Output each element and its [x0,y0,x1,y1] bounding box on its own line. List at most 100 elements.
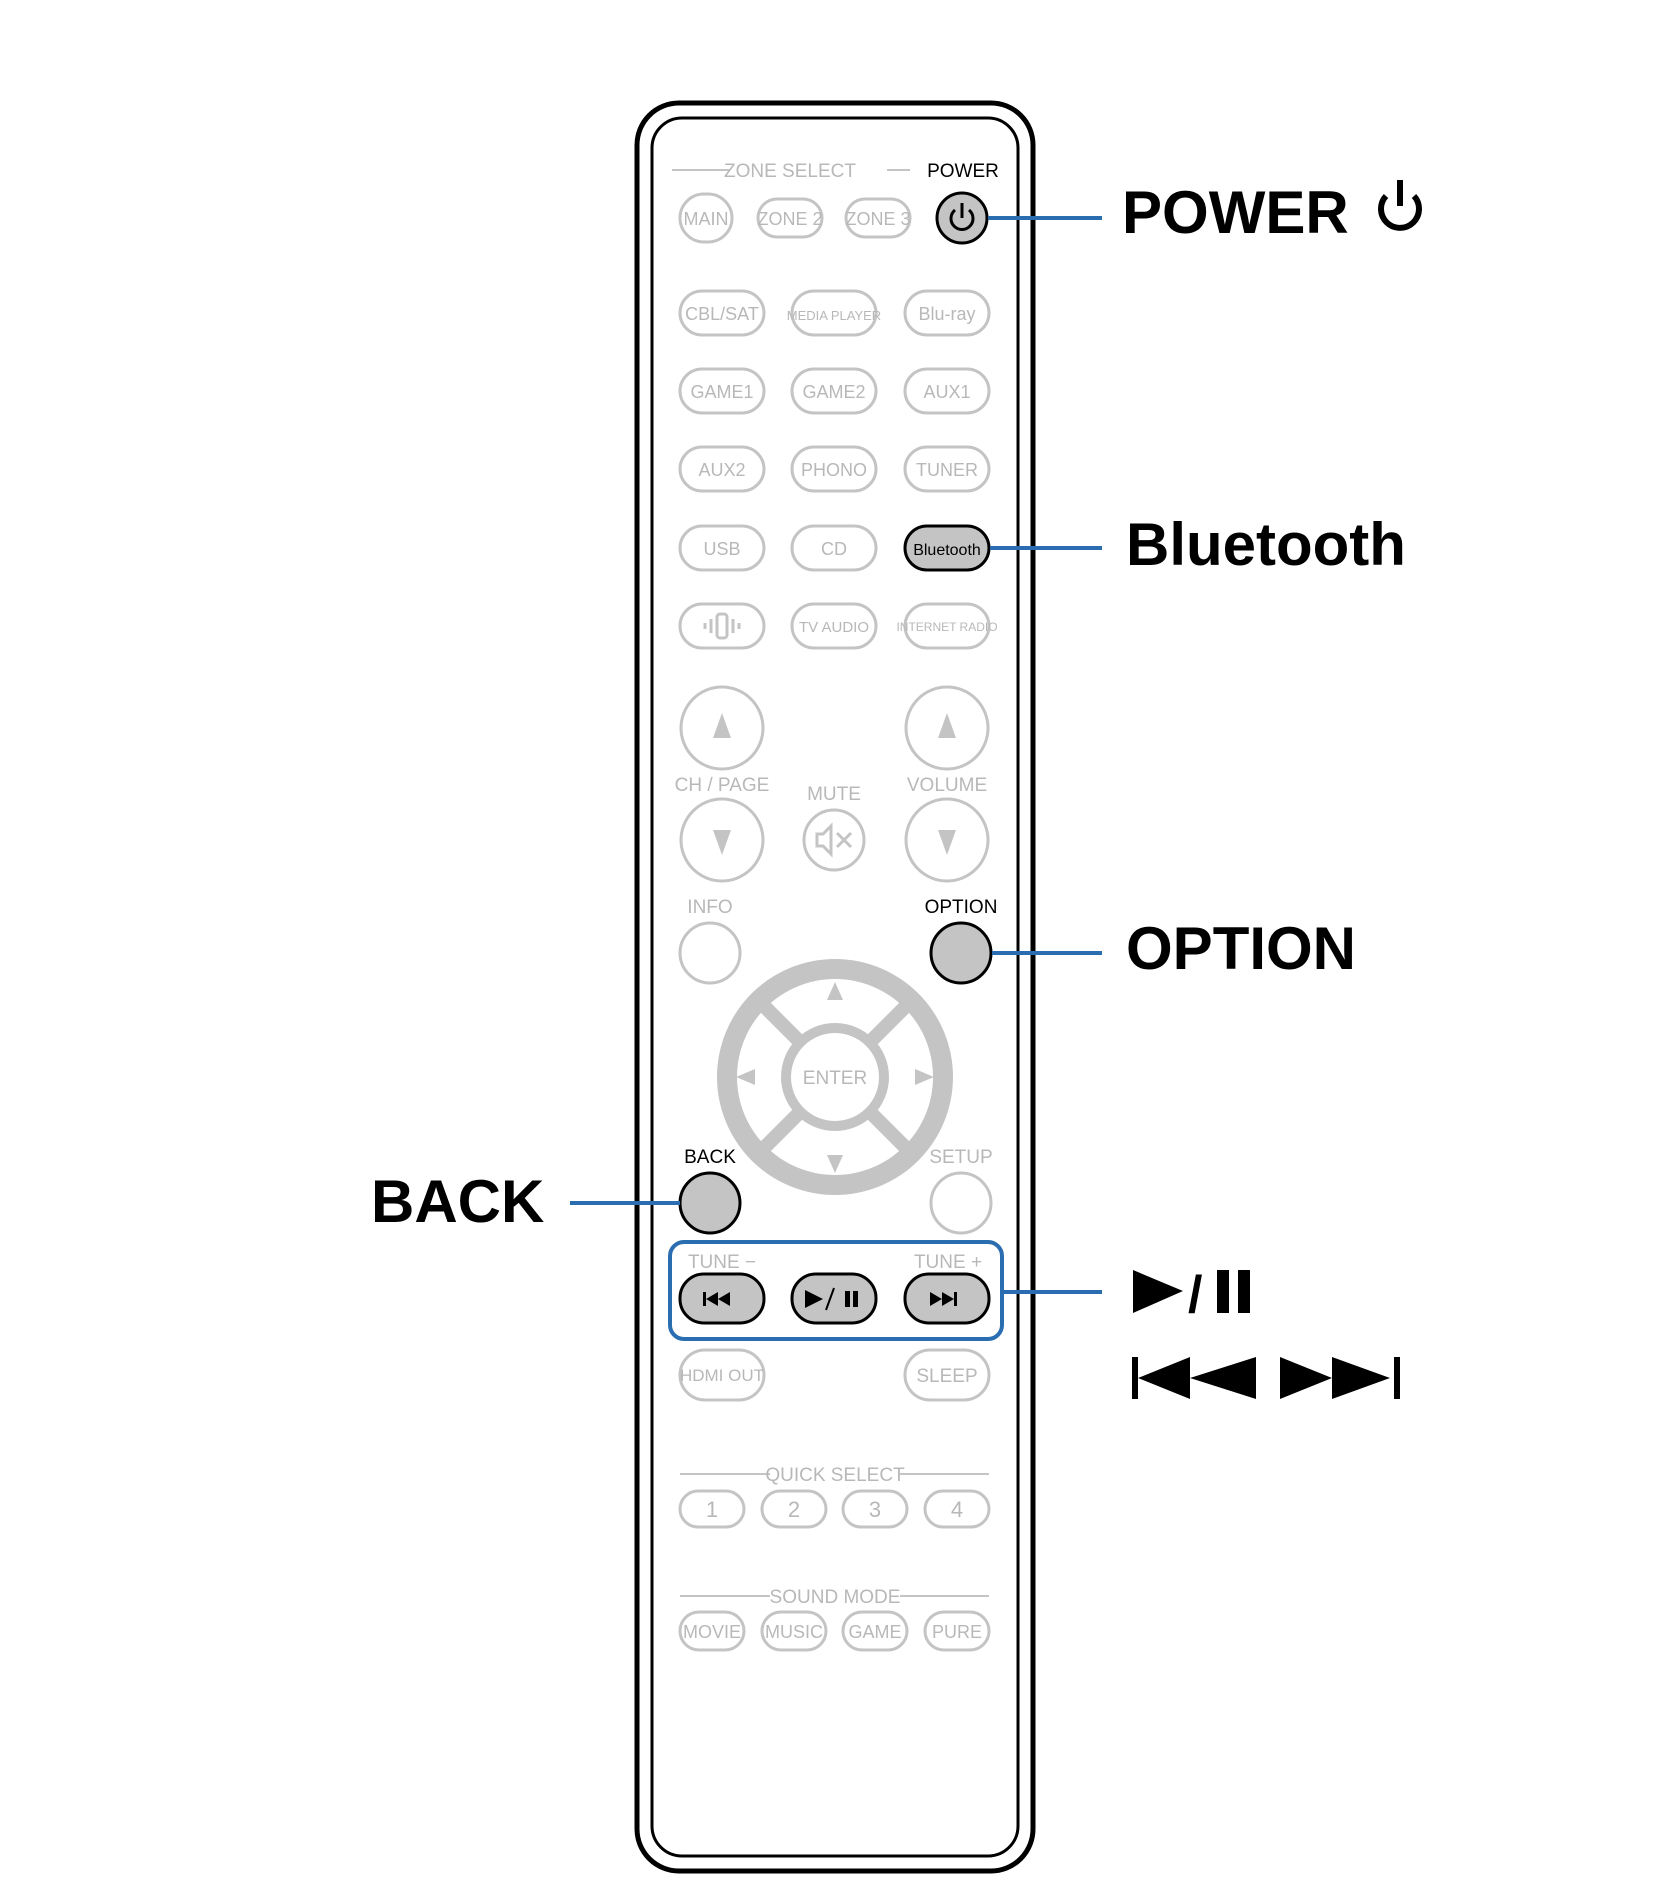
quick-select-4-label: 4 [951,1497,963,1522]
sound-mode-pure-button[interactable]: PURE [923,1610,991,1652]
source-row-3: AUX2 PHONO TUNER [678,445,991,493]
source-heos-button[interactable] [678,602,766,650]
info-button[interactable] [678,921,742,985]
arrow-up-icon [827,982,843,1000]
zone-3-label: ZONE 3 [845,209,910,229]
back-button[interactable] [678,1171,742,1235]
back-label: BACK [684,1147,736,1168]
volume-up-button[interactable] [904,685,990,771]
arrow-left-icon [736,1069,755,1085]
volume-label: VOLUME [907,775,987,796]
source-tv-audio-label: TV AUDIO [799,619,869,636]
skip-back-button[interactable] [678,1272,766,1325]
tune-plus-label: TUNE + [914,1252,982,1273]
cursor-right-button[interactable] [915,1069,934,1085]
ch-page-label: CH / PAGE [675,775,770,796]
volume-down-button[interactable] [904,797,990,883]
callout-power: POWER [1122,179,1349,246]
mute-button[interactable] [802,808,866,872]
source-phono-button[interactable]: PHONO [790,445,878,493]
quick-select-3-button[interactable]: 3 [841,1489,909,1529]
zone-main-button[interactable]: MAIN [678,192,734,244]
sound-mode-music-button[interactable]: MUSIC [760,1610,828,1652]
pause-bar-right [1238,1270,1250,1313]
source-internet-radio-button[interactable]: INTERNET RADIO [896,602,998,650]
power-button[interactable] [935,191,989,245]
source-cd-button[interactable]: CD [790,524,878,572]
source-row-5: TV AUDIO INTERNET RADIO [678,602,998,650]
arrow-down-icon [713,830,731,855]
source-game2-button[interactable]: GAME2 [790,367,878,415]
quick-select-title: QUICK SELECT [765,1465,905,1486]
play-icon [1133,1270,1183,1313]
zone-main-label: MAIN [684,209,729,229]
source-game2-label: GAME2 [802,382,865,402]
source-usb-button[interactable]: USB [678,524,766,572]
setup-label: SETUP [929,1147,992,1168]
sleep-label: SLEEP [916,1366,977,1387]
source-internet-radio-label: INTERNET RADIO [896,620,997,634]
source-usb-label: USB [703,539,740,559]
quick-select-3-label: 3 [869,1497,881,1522]
mute-label: MUTE [807,784,861,805]
callout-option: OPTION [1126,915,1356,982]
callout-play-pause-slash: / [1188,1266,1202,1324]
sound-mode-header: SOUND MODE [680,1587,989,1608]
sound-mode-pure-label: PURE [932,1622,982,1642]
skip-back-icon [703,1292,730,1306]
cursor-up-button[interactable] [827,982,843,1000]
arrow-down-icon [827,1155,843,1173]
source-row-1: CBL/SAT MEDIA PLAYER Blu-ray [678,289,991,337]
zone-2-label: ZONE 2 [757,209,822,229]
arrow-right-icon [915,1069,934,1085]
source-bluray-button[interactable]: Blu-ray [903,289,991,337]
callout-skip [1132,1357,1400,1399]
zone-3-button[interactable]: ZONE 3 [844,197,912,239]
arrow-up-icon [713,713,731,738]
source-bluetooth-label: Bluetooth [913,542,981,559]
tune-minus-label: TUNE − [688,1252,756,1273]
arrow-down-icon [938,830,956,855]
zone-2-button[interactable]: ZONE 2 [756,197,824,239]
source-tuner-button[interactable]: TUNER [903,445,991,493]
zone-select-title: ZONE SELECT [724,161,856,182]
sound-mode-movie-button[interactable]: MOVIE [678,1610,746,1652]
quick-select-4-button[interactable]: 4 [923,1489,991,1529]
cursor-enter-button[interactable]: ENTER [791,1033,879,1121]
ch-page-down-button[interactable] [679,797,765,883]
source-game1-button[interactable]: GAME1 [678,367,766,415]
source-cbl-sat-label: CBL/SAT [685,304,759,324]
source-bluetooth-button[interactable]: Bluetooth [903,524,991,572]
sound-mode-game-button[interactable]: GAME [841,1610,909,1652]
source-tv-audio-button[interactable]: TV AUDIO [790,602,878,650]
skip-back-icon [1132,1357,1256,1399]
pause-bar-left [1217,1270,1229,1313]
option-label: OPTION [925,897,998,918]
sleep-button[interactable]: SLEEP [903,1348,991,1402]
hdmi-out-button[interactable]: HDMI OUT [678,1348,766,1402]
quick-select-2-label: 2 [788,1497,800,1522]
source-aux2-label: AUX2 [698,460,745,480]
quick-select-1-label: 1 [706,1497,718,1522]
play-pause-button[interactable] [790,1272,878,1325]
source-tuner-label: TUNER [916,460,978,480]
source-aux2-button[interactable]: AUX2 [678,445,766,493]
quick-select-2-button[interactable]: 2 [760,1489,828,1529]
quick-select-1-button[interactable]: 1 [678,1489,746,1529]
sound-mode-title: SOUND MODE [770,1587,901,1608]
source-media-player-button[interactable]: MEDIA PLAYER [787,289,881,337]
setup-button[interactable] [929,1171,993,1235]
option-button[interactable] [929,921,993,985]
ch-page-up-button[interactable] [679,685,765,771]
sound-mode-music-label: MUSIC [765,1622,823,1642]
callout-back: BACK [371,1168,544,1235]
callout-play-pause: / [1133,1266,1250,1324]
info-label: INFO [687,897,732,918]
skip-forward-button[interactable] [903,1272,991,1325]
cursor-left-button[interactable] [736,1069,755,1085]
source-aux1-button[interactable]: AUX1 [903,367,991,415]
source-cbl-sat-button[interactable]: CBL/SAT [678,289,766,337]
cursor-down-button[interactable] [827,1155,843,1173]
sound-mode-game-label: GAME [848,1622,901,1642]
